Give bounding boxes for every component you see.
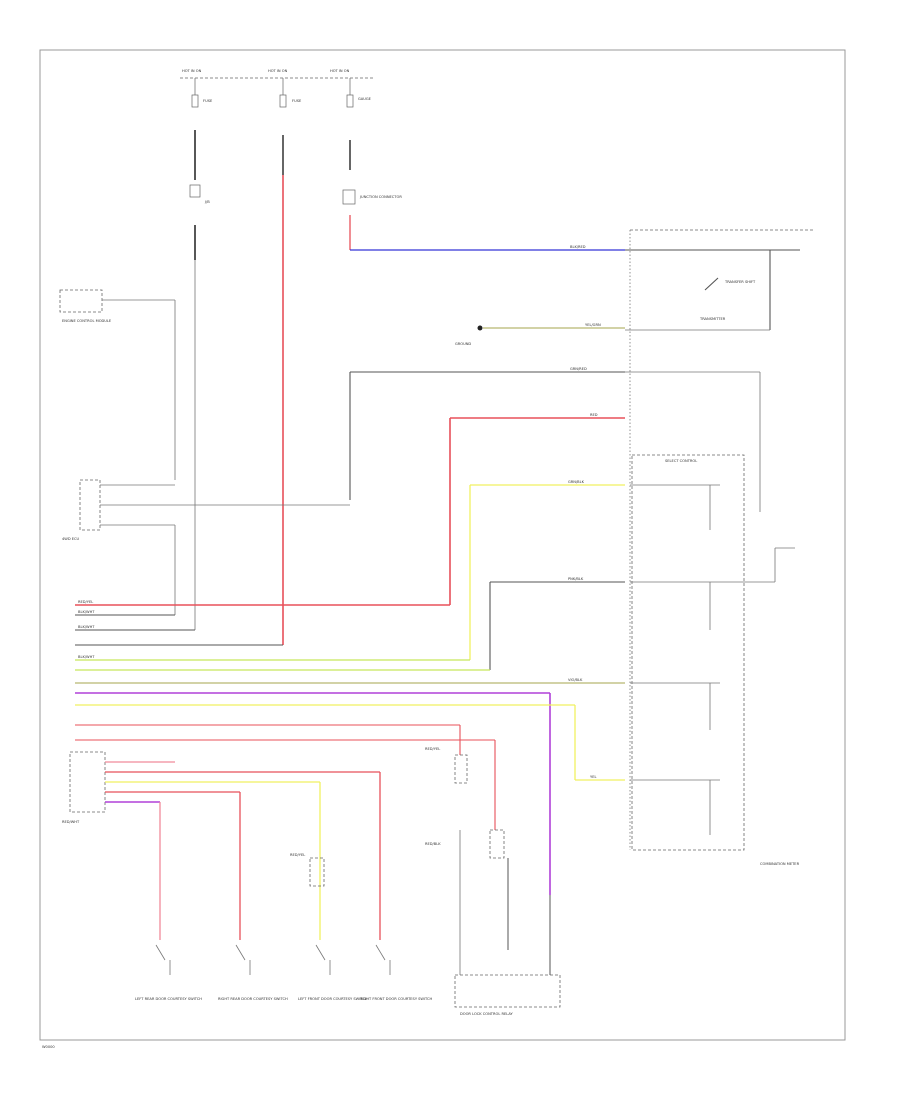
harness-label-3: BLK/WHT — [78, 625, 95, 629]
ecu-block: 4WD ECU — [62, 479, 350, 615]
fuse-3-name: GAUGE — [358, 97, 372, 101]
door-switch-3: LEFT FRONT DOOR COURTESY SWITCH — [298, 944, 368, 1001]
select-control-block: SELECT CONTROL GRN/BLK PNK/BLK VIO/BLK Y… — [110, 454, 800, 866]
combination-meter-label: COMBINATION METER — [760, 862, 800, 866]
combination-meter-box — [631, 454, 745, 851]
olive-wire-top: YEL/GRN GROUND — [455, 323, 625, 346]
junction-connector-label: JUNCTION CONNECTOR — [359, 195, 402, 199]
diagram-frame — [39, 49, 846, 1041]
wire-label-gray: GRN/RED — [570, 367, 587, 371]
transmitter-block: TRANSFER SHIFT TRANSMITTER — [625, 229, 815, 850]
transfer-shift-label: TRANSFER SHIFT — [724, 280, 756, 284]
ecm-label: ENGINE CONTROL MODULE — [62, 319, 112, 323]
wire-label-yellow-2: YEL — [590, 775, 596, 779]
fuse-2-branch: FUSE — [279, 78, 302, 645]
ecm-block: ENGINE CONTROL MODULE — [59, 289, 176, 480]
ecu-label: 4WD ECU — [62, 537, 80, 541]
footer-code: W0000 — [42, 1045, 55, 1049]
lower-connector-label: RED/WHT — [62, 820, 80, 824]
junction-label: J/B — [204, 200, 210, 204]
wire-label-olive: YEL/GRN — [585, 323, 601, 327]
switch-junction-label: RED/YEL — [290, 853, 305, 857]
junction-connector — [342, 189, 356, 205]
switch-label-4: RIGHT FRONT DOOR COURTESY SWITCH — [360, 997, 433, 1001]
gray-wire-mid: GRN/RED — [349, 367, 761, 512]
wire-harness: RED/YEL BLK/WHT BLK/WHT BLK/WHT — [75, 600, 576, 895]
switch-junction: RED/YEL — [290, 853, 325, 887]
switch-label-1: LEFT REAR DOOR COURTESY SWITCH — [135, 997, 202, 1001]
wire-label-red: RED — [590, 413, 598, 417]
harness-label-4: BLK/WHT — [78, 655, 95, 659]
junction-connectors-mid: RED/YEL RED/BLK — [425, 747, 509, 975]
harness-label-1: RED/YEL — [78, 600, 93, 604]
switch-label-3: LEFT FRONT DOOR COURTESY SWITCH — [298, 997, 368, 1001]
select-control-label: SELECT CONTROL — [665, 459, 697, 463]
jc-mid-label-2: RED/BLK — [425, 842, 441, 846]
red-wire-right: RED — [449, 413, 625, 605]
fuse-1-branch: FUSE J/B — [189, 78, 213, 630]
door-switch-1: LEFT REAR DOOR COURTESY SWITCH — [135, 944, 202, 1001]
door-switch-2: RIGHT REAR DOOR COURTESY SWITCH — [218, 944, 288, 1001]
lower-connector: RED/WHT — [62, 751, 381, 940]
wire-label-gray-2: PNK/BLK — [568, 577, 584, 581]
door-lock-relay: DOOR LOCK CONTROL RELAY — [454, 895, 561, 1016]
door-lock-relay-label: DOOR LOCK CONTROL RELAY — [460, 1012, 513, 1016]
door-switch-4: RIGHT FRONT DOOR COURTESY SWITCH — [360, 944, 433, 1001]
fuse-1 — [191, 94, 199, 108]
wire-label-yellow: GRN/BLK — [568, 480, 585, 484]
fuse-3 — [346, 94, 354, 108]
wire-label-blue: BLK/RED — [570, 245, 586, 249]
harness-label-2: BLK/WHT — [78, 610, 95, 614]
jc-mid-label-1: RED/YEL — [425, 747, 440, 751]
fuse-1-name: FUSE — [203, 99, 213, 103]
wire-label-olive-2: VIO/BLK — [568, 678, 583, 682]
fuse-bus: HOT IN ON HOT IN ON HOT IN ON — [180, 69, 375, 79]
fuse-bus-label-3: HOT IN ON — [330, 69, 350, 73]
switch-label-2: RIGHT REAR DOOR COURTESY SWITCH — [218, 997, 288, 1001]
fuse-bus-label-1: HOT IN ON — [182, 69, 202, 73]
transmitter-label: TRANSMITTER — [699, 317, 726, 321]
fuse-2-name: FUSE — [292, 99, 302, 103]
fuse-3-branch: GAUGE JUNCTION CONNECTOR BLK/RED — [342, 78, 625, 251]
ground-label: GROUND — [455, 342, 471, 346]
fuse-2 — [279, 94, 287, 108]
fuse-bus-label-2: HOT IN ON — [268, 69, 288, 73]
